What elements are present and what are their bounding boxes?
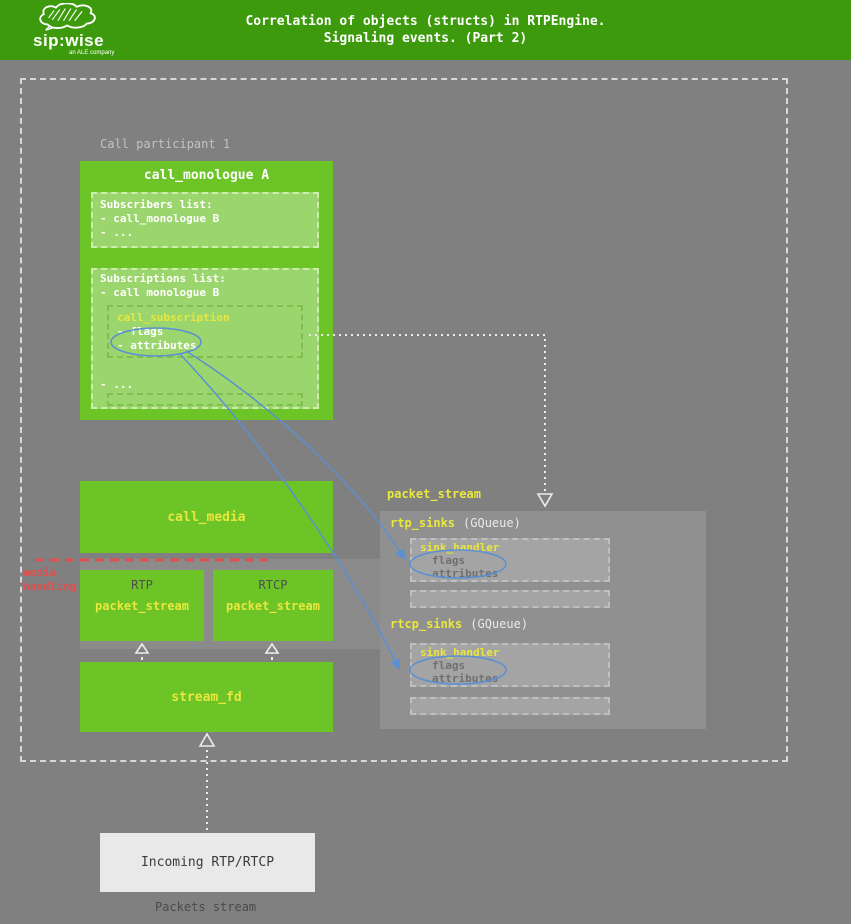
sink-handler-title: sink_handler [420, 646, 500, 659]
cloud-logo-icon [39, 2, 96, 31]
sink-handler-attributes: attributes [432, 672, 499, 685]
subscriptions-item: - call monologue B [100, 286, 220, 299]
header-bar: sip:wise an ALE company Correlation of o… [0, 0, 851, 60]
call-media-box: call_media [80, 481, 333, 553]
logo-subtitle: an ALE company [69, 50, 115, 56]
rtcp-sinks-name: rtcp_sinks [390, 617, 463, 631]
call-subscription-flags: - flags [117, 325, 164, 338]
sipwise-logo: sip:wise an ALE company [33, 2, 143, 59]
subscriptions-title: Subscriptions list: [100, 272, 226, 285]
call-monologue-title: call_monologue A [143, 168, 270, 183]
rtcp-sinks-row: rtcp_sinks (GQueue) [390, 617, 528, 631]
rtp-sink-empty-slot [410, 590, 610, 608]
page-title-line2: Signaling events. (Part 2) [323, 31, 528, 46]
call-subscription-attributes: - attributes [117, 339, 197, 352]
subscribers-item: - call_monologue B [100, 212, 220, 225]
subscriptions-list-box: Subscriptions list: - call monologue B c… [91, 268, 319, 409]
rtp-packet-stream-title: packet_stream [95, 599, 189, 613]
page-title-line1: Correlation of objects (structs) in RTPE… [245, 14, 606, 29]
call-participant-label: Call participant 1 [100, 137, 231, 151]
call-media-title: call_media [167, 509, 246, 525]
incoming-label: Incoming RTP/RTCP [140, 855, 275, 870]
rtcp-sinks-type: (GQueue) [470, 617, 529, 631]
call-subscription-box: call_subscription - flags - attributes [107, 305, 303, 358]
rtcp-sink-handler-box: sink_handler flags attributes [410, 643, 610, 687]
rtp-label: RTP [131, 578, 153, 592]
rtp-sinks-name: rtp_sinks [390, 516, 456, 530]
sink-handler-attributes: attributes [432, 567, 499, 580]
media-handling-line2: handling [23, 580, 76, 593]
rtp-packet-stream-box: RTP packet_stream [80, 570, 204, 641]
media-handling-line1: media [23, 566, 57, 579]
sink-handler-flags: flags [432, 659, 466, 672]
packets-stream-label: Packets stream [155, 900, 257, 914]
page-title: Correlation of objects (structs) in RTPE… [0, 13, 851, 47]
rtcp-packet-stream-title: packet_stream [226, 599, 320, 613]
sink-handler-title: sink_handler [420, 541, 500, 554]
rtp-sinks-row: rtp_sinks (GQueue) [390, 516, 521, 530]
subscribers-title: Subscribers list: [100, 198, 213, 211]
packet-stream-panel: rtp_sinks (GQueue) sink_handler flags att… [380, 511, 706, 729]
rtcp-label: RTCP [258, 578, 288, 592]
rtcp-sink-empty-slot [410, 697, 610, 715]
logo-name: sip:wise [33, 31, 105, 50]
stream-fd-title: stream_fd [171, 689, 242, 705]
sink-handler-flags: flags [432, 554, 466, 567]
subscriptions-more: - ... [100, 378, 134, 391]
stream-fd-box: stream_fd [80, 662, 333, 732]
incoming-rtp-box: Incoming RTP/RTCP [100, 833, 315, 892]
packet-stream-panel-title: packet_stream [387, 487, 481, 501]
rtp-sink-handler-box: sink_handler flags attributes [410, 538, 610, 582]
rtcp-packet-stream-box: RTCP packet_stream [213, 570, 333, 641]
subscription-empty-slot [107, 393, 303, 406]
rtp-sinks-type: (GQueue) [463, 516, 521, 530]
call-monologue-box: call_monologue A Subscribers list: - cal… [80, 161, 333, 420]
subscribers-item: - ... [100, 226, 134, 239]
diagram-frame [20, 78, 788, 762]
media-handling-label: media handling [23, 566, 76, 594]
call-subscription-title: call_subscription [117, 311, 230, 324]
subscribers-list-box: Subscribers list: - call_monologue B - .… [91, 192, 319, 248]
